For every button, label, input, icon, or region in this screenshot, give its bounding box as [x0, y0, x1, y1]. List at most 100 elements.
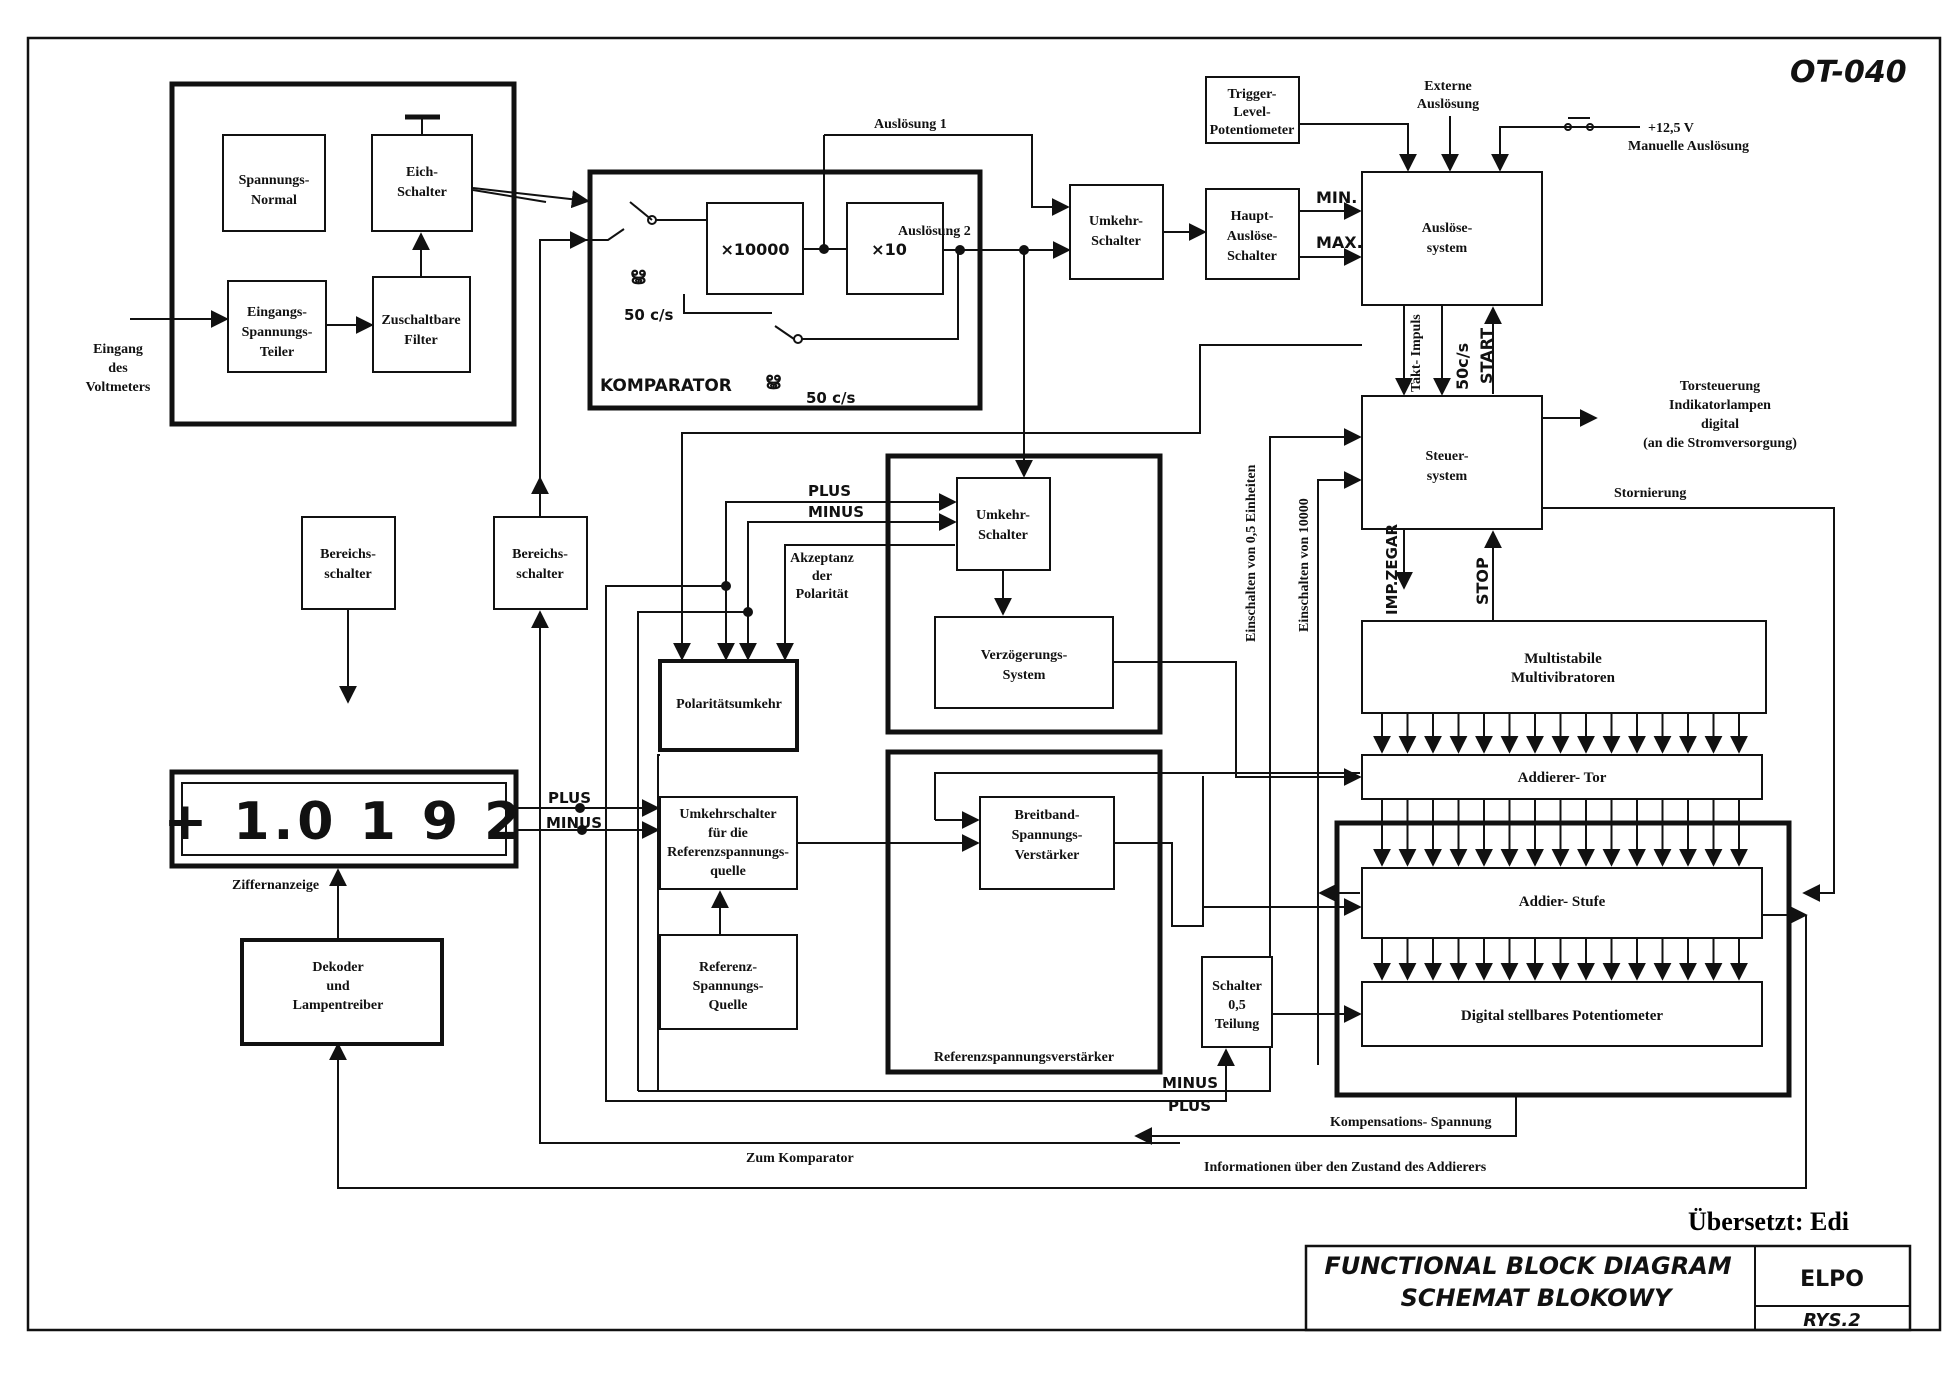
minus-label: MINUS	[808, 503, 864, 521]
umkehr-schalter-mid-block	[956, 477, 1051, 571]
referenz-verstaerker-label: Referenzspannungsverstärker	[934, 1050, 1114, 1065]
breitband-block	[979, 796, 1115, 890]
figure-no-label: RYS.2	[1803, 1310, 1861, 1331]
imp-zegar-label: IMP.ZEGAR	[1383, 524, 1401, 615]
ausloesung-2-label: Auslösung 2	[898, 224, 971, 239]
dekoder-block	[240, 938, 444, 1046]
polaritaet-label: Polaritätsumkehr	[676, 697, 782, 712]
addierer-tor-label: Addierer- Tor	[1518, 770, 1607, 786]
max-label: MAX.	[1316, 233, 1363, 252]
addierer-group-frame	[1334, 820, 1792, 1098]
bereichsschalter-mid-label: Bereichs-schalter	[512, 547, 568, 582]
addier-stufe-label: Addier- Stufe	[1519, 894, 1606, 910]
eich-schalter-label: Eich-Schalter	[397, 165, 447, 200]
bus-arrows	[1373, 713, 1748, 981]
x10000-block	[706, 202, 804, 295]
bereichsschalter-left-label: Bereichs-schalter	[320, 547, 376, 582]
addier-stufe-block	[1361, 867, 1763, 939]
title-line-2: SCHEMAT BLOKOWY	[1401, 1284, 1674, 1312]
spannungs-normal-label: Spannungs-Normal	[239, 173, 310, 208]
hz-50-a-label: 50 c/s	[624, 306, 673, 324]
x10-block	[846, 202, 944, 295]
display-inner	[181, 782, 507, 856]
coil-icon: ൠ	[630, 264, 646, 285]
addierer-tor-block	[1361, 754, 1763, 800]
eingangs-teiler-label: Eingangs-Spannungs-Teiler	[242, 305, 313, 360]
verzoegerung-block	[934, 616, 1114, 709]
komparator-frame	[587, 169, 983, 411]
spannungs-normal-block	[222, 134, 326, 232]
steuersystem-label: Steuer-system	[1425, 449, 1468, 484]
bottom-plus-label: PLUS	[1168, 1097, 1211, 1115]
bereichsschalter-left-block	[301, 516, 396, 610]
min-label: MIN.	[1316, 188, 1357, 207]
input-group-frame	[169, 81, 517, 427]
trigger-level-block	[1205, 76, 1300, 144]
display-readout: + 1.0 1 9 2	[164, 792, 525, 852]
ausloesesystem-block	[1361, 171, 1543, 306]
informationen-label: Informationen über den Zustand des Addie…	[1204, 1160, 1487, 1175]
trigger-level-label: Trigger-Level-Potentiometer	[1210, 87, 1295, 138]
display-plus-label: PLUS	[548, 789, 591, 807]
digital-poti-block	[1361, 981, 1763, 1047]
umkehr-schalter-top-block	[1069, 184, 1164, 280]
polaritaet-block	[658, 659, 799, 752]
zum-komparator-label: Zum Komparator	[746, 1151, 854, 1166]
coil-icon-2: ൠ	[765, 369, 781, 390]
plus-label: PLUS	[808, 482, 851, 500]
translator-credit: Übersetzt: Edi	[1688, 1207, 1849, 1236]
start-label: START	[1477, 328, 1496, 384]
manuelle-label: Manuelle Auslösung	[1628, 139, 1749, 154]
title-block	[1304, 1244, 1912, 1332]
bottom-minus-label: MINUS	[1162, 1074, 1218, 1092]
x10-label: ×10	[871, 240, 907, 259]
komparator-label: KOMPARATOR	[600, 376, 732, 396]
display-outer	[169, 769, 519, 869]
umkehr-schalter-top-label: Umkehr-Schalter	[1089, 214, 1143, 249]
haupt-ausloese-block	[1205, 188, 1300, 280]
display-minus-label: MINUS	[546, 814, 602, 832]
umkehrschalter-ref-block	[659, 796, 798, 890]
digital-poti-label: Digital stellbares Potentiometer	[1461, 1008, 1664, 1024]
hz-50-b-label: 50 c/s	[806, 389, 855, 407]
einschalten-05-label: Einschalten von 0,5 Einheiten	[1244, 464, 1259, 642]
haupt-ausloese-label: Haupt-Auslöse-Schalter	[1227, 209, 1278, 264]
stop-label: STOP	[1473, 557, 1492, 605]
referenz-quelle-block	[659, 934, 798, 1030]
sheet-frame	[26, 36, 1942, 1332]
referenz-verstaerker-frame	[885, 749, 1163, 1075]
kompensation-label: Kompensations- Spannung	[1330, 1115, 1491, 1130]
stornierung-label: Stornierung	[1614, 486, 1686, 501]
eingangs-teiler-block	[227, 280, 327, 373]
referenz-quelle-label: Referenz-Spannungs-Quelle	[693, 960, 764, 1013]
schalter-05-block	[1201, 956, 1273, 1048]
steuersystem-block	[1361, 395, 1543, 530]
maker-label: ELPO	[1800, 1267, 1864, 1292]
plus-12v-label: +12,5 V	[1648, 121, 1694, 136]
multistabile-block	[1361, 620, 1767, 714]
umkehr-schalter-mid-label: Umkehr-Schalter	[976, 508, 1030, 543]
ausloesung-1-label: Auslösung 1	[874, 117, 947, 132]
breitband-label: Breitband-Spannungs-Verstärker	[1012, 808, 1083, 863]
sheet-code: OT-040	[1790, 55, 1907, 90]
x10000-label: ×10000	[720, 240, 789, 259]
bereichsschalter-mid-block	[493, 516, 588, 610]
display-caption: Ziffernanzeige	[232, 878, 319, 893]
ausloesesystem-label: Auslöse-system	[1422, 221, 1473, 256]
eich-schalter-block	[371, 134, 473, 232]
einschalten-10000-label: Einschalten von 10000	[1297, 498, 1312, 632]
takt-impuls-label: Takt- Impuls	[1409, 314, 1424, 392]
verzoegerung-label: Verzögerungs-System	[981, 648, 1068, 683]
title-line-1: FUNCTIONAL BLOCK DIAGRAM	[1324, 1252, 1731, 1280]
hz-50-c-label: 50c/s	[1453, 343, 1472, 390]
